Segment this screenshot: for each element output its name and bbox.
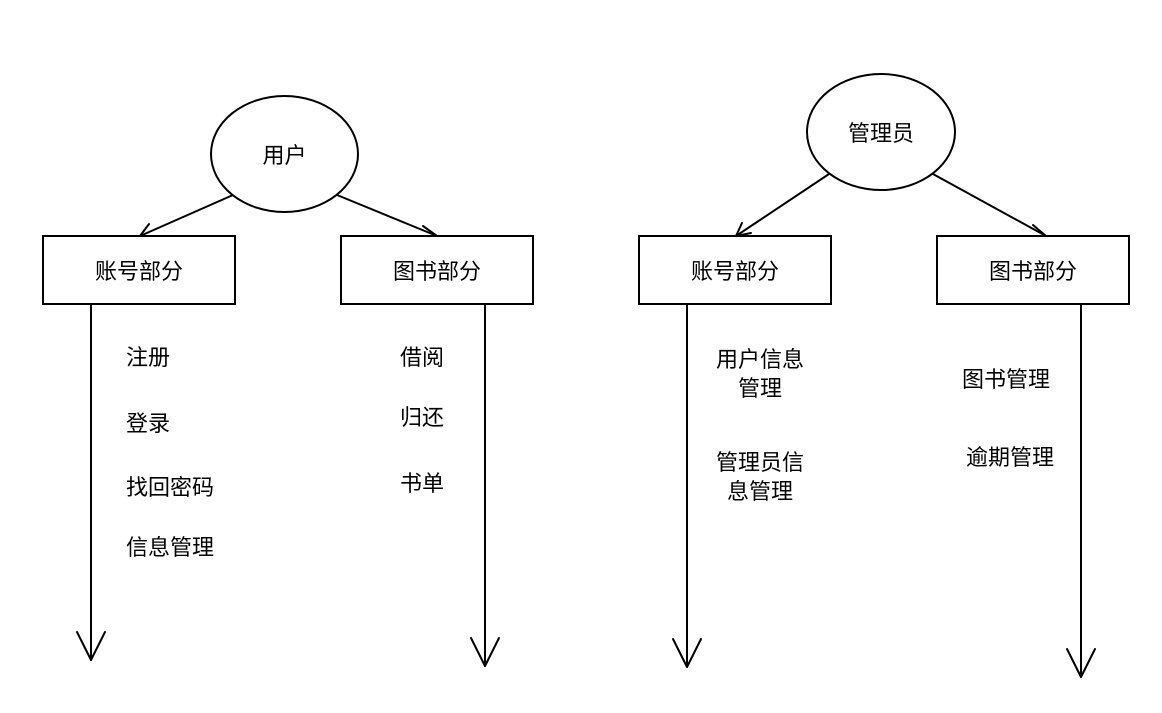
admin-account-item-admin-info-line2: 息管理 bbox=[726, 480, 794, 505]
admin-account-item-admin-info-line1: 管理员信 bbox=[715, 451, 805, 476]
user-books-box: 图书部分 bbox=[340, 235, 534, 305]
admin-account-box: 账号部分 bbox=[638, 235, 832, 305]
admin-books-label: 图书部分 bbox=[988, 260, 1077, 285]
admin-account-item-admin-info: 管理员信 息管理 bbox=[716, 449, 804, 507]
user-account-label: 账号部分 bbox=[94, 260, 183, 285]
admin-account-item-user-info-line1: 用户信息 bbox=[715, 348, 805, 373]
admin-node: 管理员 bbox=[806, 73, 956, 191]
user-node-label: 用户 bbox=[262, 144, 307, 169]
user-account-item-info-management: 信息管理 bbox=[126, 536, 215, 561]
arrowhead-user-books-down bbox=[470, 637, 500, 667]
user-account-item-recover-password: 找回密码 bbox=[126, 476, 215, 501]
arrowhead-user-account-down bbox=[76, 631, 106, 661]
user-books-label: 图书部分 bbox=[392, 260, 481, 285]
arrowhead-admin-books-down bbox=[1066, 648, 1096, 678]
user-account-item-register: 注册 bbox=[126, 346, 171, 371]
arrowhead-admin-account-down bbox=[672, 638, 702, 668]
edge-admin-books bbox=[932, 173, 1047, 237]
admin-books-item-book-management: 图书管理 bbox=[962, 368, 1051, 393]
user-account-box: 账号部分 bbox=[42, 235, 236, 305]
admin-account-label: 账号部分 bbox=[690, 260, 779, 285]
user-books-item-borrow: 借阅 bbox=[400, 346, 445, 371]
user-books-item-booklist: 书单 bbox=[400, 472, 445, 497]
admin-account-item-user-info: 用户信息 管理 bbox=[716, 346, 804, 404]
user-account-item-login: 登录 bbox=[126, 412, 171, 437]
admin-books-box: 图书部分 bbox=[936, 235, 1130, 305]
admin-node-label: 管理员 bbox=[847, 122, 914, 147]
user-books-item-return: 归还 bbox=[400, 406, 445, 431]
admin-books-item-overdue-management: 逾期管理 bbox=[966, 446, 1055, 471]
user-node: 用户 bbox=[210, 95, 359, 213]
edge-admin-account bbox=[735, 173, 830, 237]
edge-user-books bbox=[336, 194, 438, 237]
edge-user-account bbox=[139, 194, 234, 237]
admin-account-item-user-info-line2: 管理 bbox=[737, 377, 783, 402]
